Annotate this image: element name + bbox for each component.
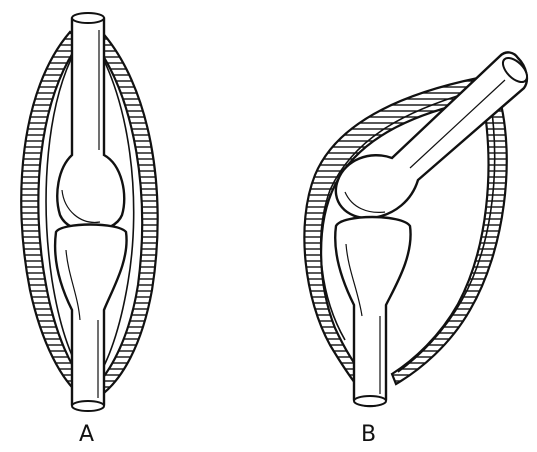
panel-a-label: A: [79, 424, 94, 446]
panel-a-lower-bone-end: [72, 401, 104, 411]
panel-b-lower-bone-end: [354, 396, 386, 406]
panel-a: [21, 13, 157, 411]
panel-b-label: B: [361, 424, 376, 446]
panel-b: [304, 52, 531, 406]
panel-a-upper-bone-end: [72, 13, 104, 23]
